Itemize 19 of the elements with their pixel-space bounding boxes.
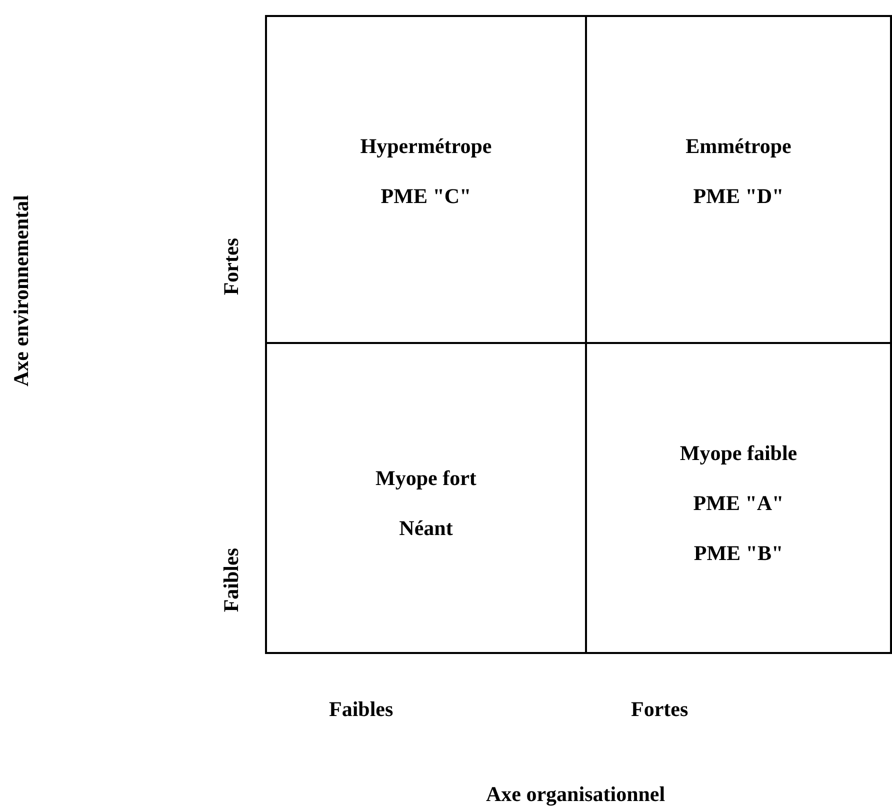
axis-tick-label: Faibles [329,697,394,722]
quadrant-text: Néant [399,516,453,541]
quadrant-box [265,342,587,654]
quadrant-title: Emmétrope [686,134,792,159]
axis-tick-label: Fortes [631,697,688,722]
quadrant-box [585,342,892,654]
axis-tick-label: Faibles [219,548,244,612]
axis-title: Axe environnemental [9,195,34,387]
quadrant-box [585,15,892,344]
quadrant-text: PME "D" [693,184,784,209]
quadrant-text: PME "B" [694,541,784,566]
quadrant-text: PME "C" [380,184,472,209]
quadrant-text: PME "A" [693,491,784,516]
axis-title: Axe organisationnel [486,782,666,807]
quadrant-box [265,15,587,344]
quadrant-title: Myope fort [376,466,476,491]
quadrant-title: Hypermétrope [360,134,492,159]
quadrant-title: Myope faible [680,441,798,466]
axis-tick-label: Fortes [219,238,244,296]
